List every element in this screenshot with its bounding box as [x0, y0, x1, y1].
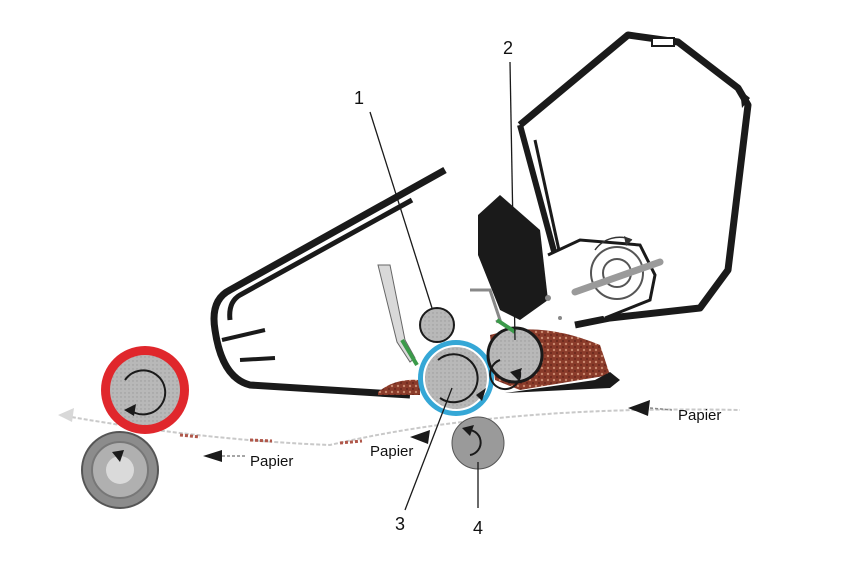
paper-exit-arrow-icon [58, 408, 74, 422]
label-3: 3 [395, 514, 405, 534]
toner-pile-left [378, 379, 420, 395]
leader-line-2 [509, 61, 516, 341]
developer-unit [470, 288, 620, 393]
fuser-roller [101, 346, 189, 434]
toner-hopper [210, 166, 447, 399]
agitator-gear [590, 246, 644, 300]
label-2: 2 [503, 38, 513, 58]
charge-roller-1 [419, 307, 455, 343]
label-4: 4 [473, 518, 483, 538]
label-1: 1 [354, 88, 364, 108]
toner-on-paper [179, 433, 363, 445]
leader-line-3 [404, 387, 453, 511]
leader-line-1 [369, 111, 433, 309]
paper-label-right: Papier [678, 407, 721, 424]
paper-label-mid: Papier [370, 443, 413, 460]
paper-label-left: Papier [250, 453, 293, 470]
paper-arrow-mid-icon [410, 430, 430, 444]
pressure-roller [81, 431, 159, 509]
upper-cartridge [478, 31, 752, 329]
photoconductor-drum-3 [418, 340, 494, 416]
cleaning-blade [377, 264, 416, 363]
paper-arrow-right-icon [628, 400, 650, 416]
paper-arrow-left-icon [203, 450, 222, 462]
transfer-roller-4 [451, 416, 505, 470]
